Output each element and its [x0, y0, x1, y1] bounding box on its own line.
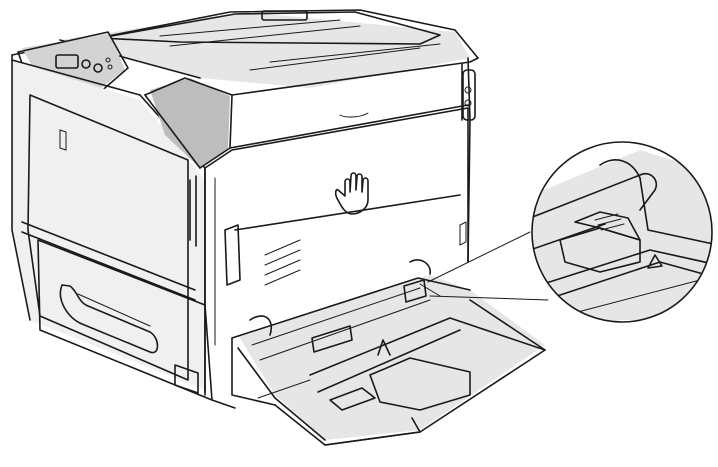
paper-cassette	[37, 239, 236, 409]
printer-top-cover	[11, 9, 479, 88]
tray-extension-tab	[329, 387, 376, 411]
side-panel	[204, 107, 469, 396]
callout-pointer	[427, 231, 549, 301]
magnified-callout	[531, 141, 713, 323]
display-screen	[55, 54, 79, 69]
panel-indicator	[107, 64, 113, 70]
panel-button	[81, 59, 91, 69]
paper-guide-detail	[574, 211, 641, 241]
side-latch	[224, 224, 241, 286]
panel-button	[93, 63, 103, 73]
mp-tray	[231, 259, 546, 446]
printer-right-side	[144, 57, 479, 263]
front-cover-latch	[59, 129, 67, 151]
hand-icon	[334, 172, 369, 215]
paper-guide-left	[311, 325, 353, 353]
paper-guide-right	[403, 279, 427, 303]
panel-indicator	[105, 57, 111, 63]
